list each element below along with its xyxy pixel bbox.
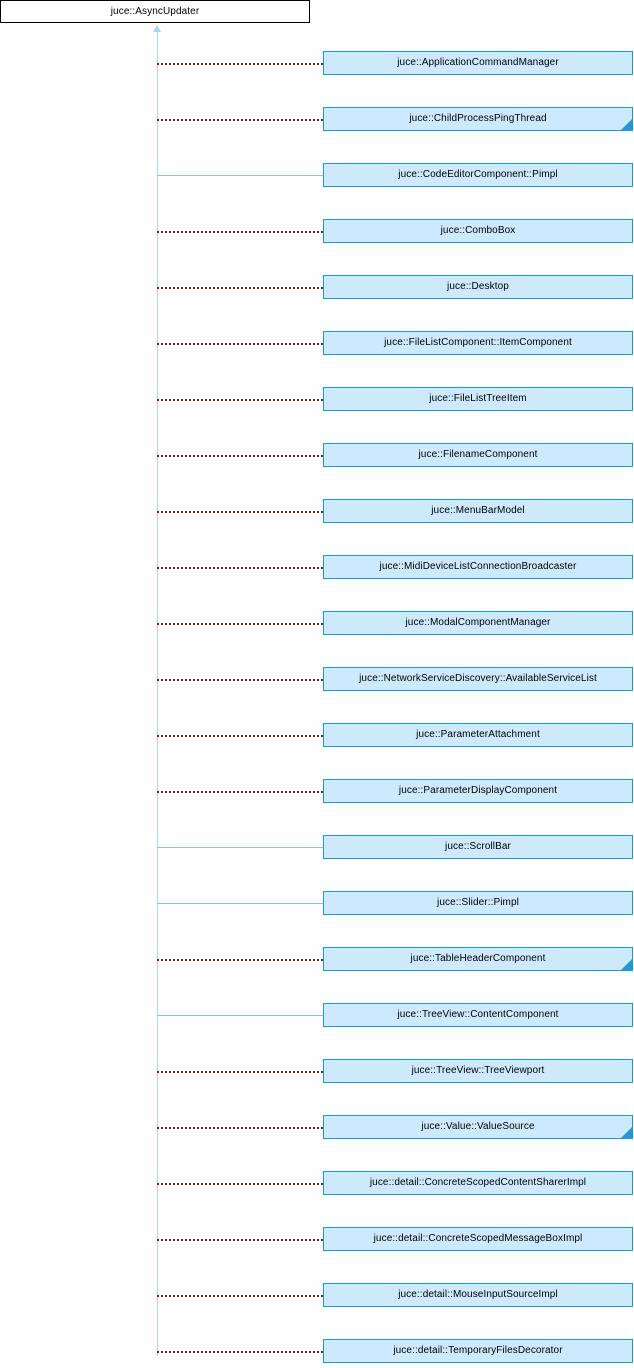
connector-dotted [157,1295,323,1297]
derived-class-node[interactable]: juce::detail::ConcreteScopedMessageBoxIm… [323,1227,633,1251]
derived-class-node[interactable]: juce::TableHeaderComponent [323,947,633,971]
connector-solid [157,1015,323,1016]
derived-class-node[interactable]: juce::FilenameComponent [323,443,633,467]
derived-class-label: juce::MenuBarModel [431,505,525,516]
derived-class-label: juce::MidiDeviceListConnectionBroadcaste… [379,561,577,572]
derived-class-node[interactable]: juce::ParameterAttachment [323,723,633,747]
derived-class-node[interactable]: juce::ScrollBar [323,835,633,859]
connector-dotted [157,791,323,793]
derived-class-node[interactable]: juce::ApplicationCommandManager [323,51,633,75]
connector-dotted [157,231,323,233]
derived-class-node[interactable]: juce::ComboBox [323,219,633,243]
derived-class-label: juce::ApplicationCommandManager [397,57,559,68]
connector-dotted [157,119,323,121]
connector-dotted [157,287,323,289]
derived-class-label: juce::TreeView::ContentComponent [397,1009,559,1020]
derived-class-node[interactable]: juce::FileListComponent::ItemComponent [323,331,633,355]
derived-class-label: juce::detail::ConcreteScopedMessageBoxIm… [373,1233,583,1244]
derived-class-node[interactable]: juce::Desktop [323,275,633,299]
derived-class-label: juce::NetworkServiceDiscovery::Available… [359,673,597,684]
derived-class-label: juce::detail::MouseInputSourceImpl [398,1289,558,1300]
derived-class-node[interactable]: juce::detail::ConcreteScopedContentShare… [323,1171,633,1195]
derived-class-node[interactable]: juce::detail::MouseInputSourceImpl [323,1283,633,1307]
connector-dotted [157,343,323,345]
connector-dotted [157,63,323,65]
derived-class-node[interactable]: juce::Slider::Pimpl [323,891,633,915]
connector-dotted [157,959,323,961]
connector-dotted [157,511,323,513]
derived-class-node[interactable]: juce::CodeEditorComponent::Pimpl [323,163,633,187]
derived-class-node[interactable]: juce::ParameterDisplayComponent [323,779,633,803]
connector-dotted [157,1127,323,1129]
derived-class-node[interactable]: juce::FileListTreeItem [323,387,633,411]
derived-class-label: juce::ParameterDisplayComponent [398,785,558,796]
connector-dotted [157,623,323,625]
derived-class-label: juce::TreeView::TreeViewport [411,1065,545,1076]
base-class-label: juce::AsyncUpdater [110,5,200,17]
derived-class-node[interactable]: juce::ChildProcessPingThread [323,107,633,131]
derived-class-label: juce::ScrollBar [445,841,511,852]
derived-class-label: juce::TableHeaderComponent [410,953,546,964]
connector-dotted [157,679,323,681]
connector-trunk [157,31,158,1356]
derived-class-label: juce::detail::ConcreteScopedContentShare… [369,1177,587,1188]
derived-class-label: juce::Slider::Pimpl [437,897,519,908]
connector-dotted [157,455,323,457]
derived-class-label: juce::FileListTreeItem [429,393,527,404]
derived-class-label: juce::ParameterAttachment [416,729,540,740]
derived-class-node[interactable]: juce::NetworkServiceDiscovery::Available… [323,667,633,691]
derived-class-node[interactable]: juce::TreeView::ContentComponent [323,1003,633,1027]
derived-class-label: juce::FilenameComponent [418,449,538,460]
connector-dotted [157,399,323,401]
connector-dotted [157,1351,323,1353]
derived-class-label: juce::ChildProcessPingThread [409,113,547,124]
derived-class-label: juce::Desktop [447,281,509,292]
connector-dotted [157,1239,323,1241]
derived-class-label: juce::ModalComponentManager [405,617,551,628]
derived-class-node[interactable]: juce::ModalComponentManager [323,611,633,635]
inheritance-arrow-icon [153,25,161,32]
derived-class-node[interactable]: juce::MidiDeviceListConnectionBroadcaste… [323,555,633,579]
derived-class-node[interactable]: juce::MenuBarModel [323,499,633,523]
connector-solid [157,847,323,848]
derived-class-label: juce::ComboBox [440,225,516,236]
connector-dotted [157,1183,323,1185]
derived-class-node[interactable]: juce::TreeView::TreeViewport [323,1059,633,1083]
derived-class-label: juce::FileListComponent::ItemComponent [384,337,572,348]
derived-class-label: juce::Value::ValueSource [421,1121,535,1132]
connector-dotted [157,567,323,569]
connector-dotted [157,735,323,737]
connector-solid [157,903,323,904]
derived-class-node[interactable]: juce::detail::TemporaryFilesDecorator [323,1339,633,1363]
derived-class-label: juce::CodeEditorComponent::Pimpl [398,169,558,180]
derived-class-node[interactable]: juce::Value::ValueSource [323,1115,633,1139]
derived-class-label: juce::detail::TemporaryFilesDecorator [393,1345,563,1356]
connector-solid [157,175,323,176]
base-class-node[interactable]: juce::AsyncUpdater [0,0,310,23]
connector-dotted [157,1071,323,1073]
